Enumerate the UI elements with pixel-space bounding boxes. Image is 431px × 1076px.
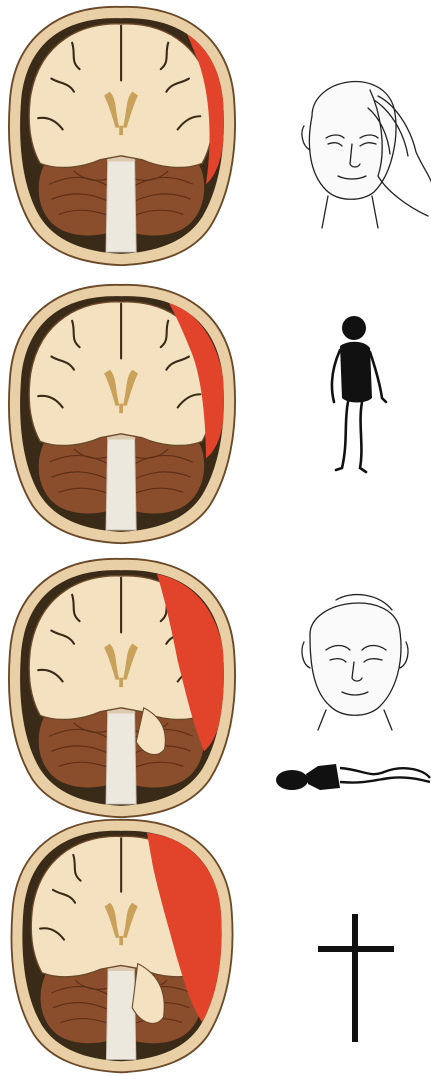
brain-cross-section <box>8 4 238 270</box>
headache-face-icon <box>282 56 431 228</box>
brain-cross-section <box>8 818 238 1076</box>
brain-cross-section <box>8 556 238 822</box>
stumbling-figure-icon <box>326 312 386 474</box>
blood-pressure-cuff-icon <box>274 752 431 798</box>
death-cross-icon <box>318 914 394 1042</box>
drowsy-face-icon <box>296 580 414 730</box>
brain-cross-section <box>8 282 238 548</box>
